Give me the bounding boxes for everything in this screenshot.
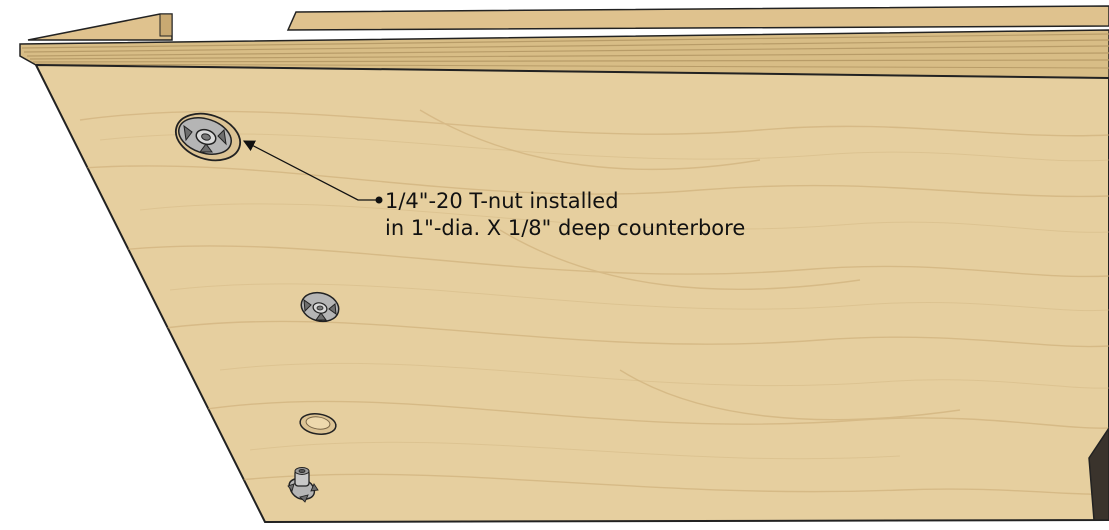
t-nut-top xyxy=(174,112,242,162)
t-nut-loose xyxy=(287,467,319,503)
plywood-face xyxy=(34,63,1109,524)
callout-line-1: 1/4"-20 T-nut installed xyxy=(385,189,619,213)
callout-line-2: in 1"-dia. X 1/8" deep counterbore xyxy=(385,216,746,240)
callout-leader xyxy=(242,140,383,204)
t-nut-callout-label: 1/4"-20 T-nut installed in 1"-dia. X 1/8… xyxy=(385,188,745,242)
counterbore-hole xyxy=(299,413,337,435)
rear-board-left xyxy=(27,13,173,41)
dark-bracket xyxy=(1088,426,1109,521)
rear-board-right xyxy=(286,5,1109,31)
t-nut-middle xyxy=(300,291,340,323)
